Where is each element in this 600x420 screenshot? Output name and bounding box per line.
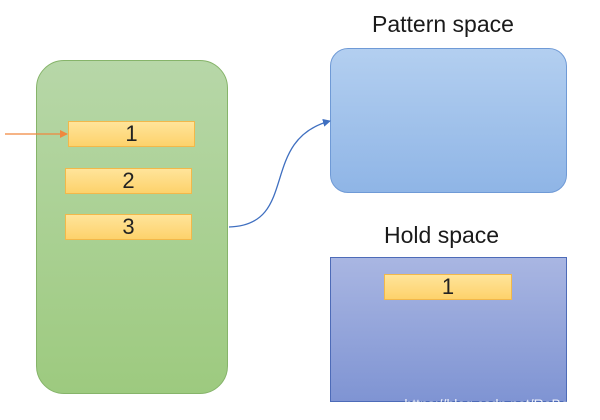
input-line-3: 3: [65, 214, 192, 240]
hold-space-line: 1: [384, 274, 512, 300]
input-line-2: 2: [65, 168, 192, 194]
pattern-space-label: Pattern space: [372, 11, 514, 37]
input-line-1: 1: [68, 121, 195, 147]
pattern-space-box: [330, 48, 567, 193]
hold-space-label: Hold space: [384, 222, 500, 248]
watermark-text: https://blog.csdn.net/RaBo123: [404, 396, 592, 412]
copy-to-pattern-arrow: [228, 118, 331, 228]
